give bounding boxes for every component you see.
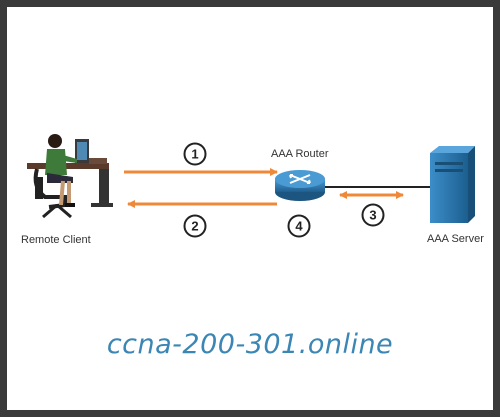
watermark: ccna-200-301.online <box>106 329 394 360</box>
aaa-server-label: AAA Server <box>427 233 484 245</box>
step-badge-4: 4 <box>287 214 311 238</box>
router-icon <box>275 170 325 201</box>
aaa-router-label: AAA Router <box>271 148 329 160</box>
step-number-4: 4 <box>295 219 303 234</box>
aaa-flow-diagram: 1 2 3 4 <box>27 134 475 238</box>
server-icon <box>430 146 475 223</box>
step-number-1: 1 <box>191 147 198 162</box>
person-at-desk-icon <box>27 134 113 219</box>
step-badge-1: 1 <box>183 142 207 166</box>
diagram-frame: 1 2 3 4 Remote Client AAA Router AAA Ser… <box>7 7 493 410</box>
step-badge-2: 2 <box>183 214 207 238</box>
step-number-2: 2 <box>191 219 198 234</box>
remote-client-label: Remote Client <box>21 234 91 246</box>
step-number-3: 3 <box>369 208 376 223</box>
step-badge-3: 3 <box>361 203 385 227</box>
